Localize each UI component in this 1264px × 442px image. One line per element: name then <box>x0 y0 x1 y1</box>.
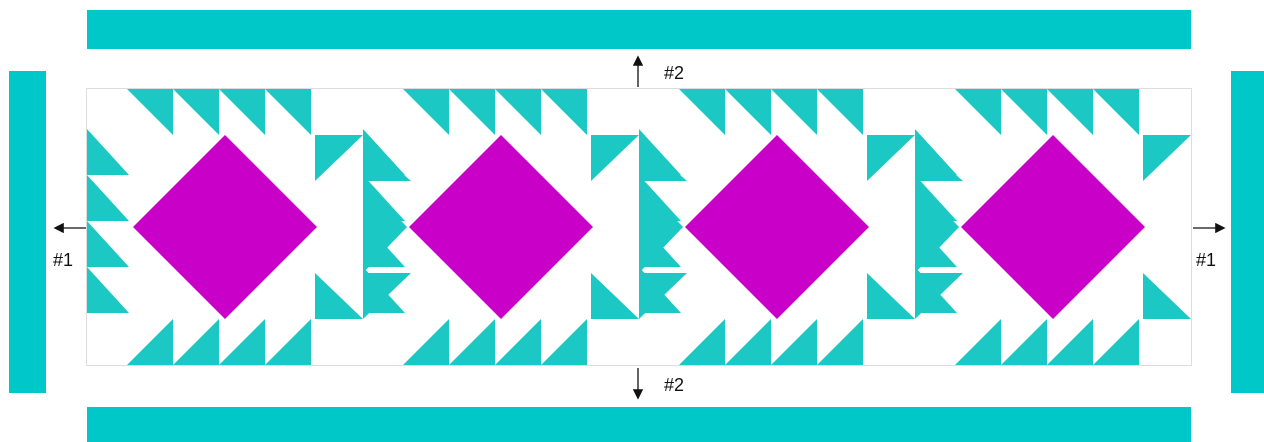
bottom-border-label: #2 <box>664 375 684 395</box>
left-border-label: #1 <box>53 250 73 270</box>
top-border-label: #2 <box>664 63 684 83</box>
right-border-label: #1 <box>1196 250 1216 270</box>
